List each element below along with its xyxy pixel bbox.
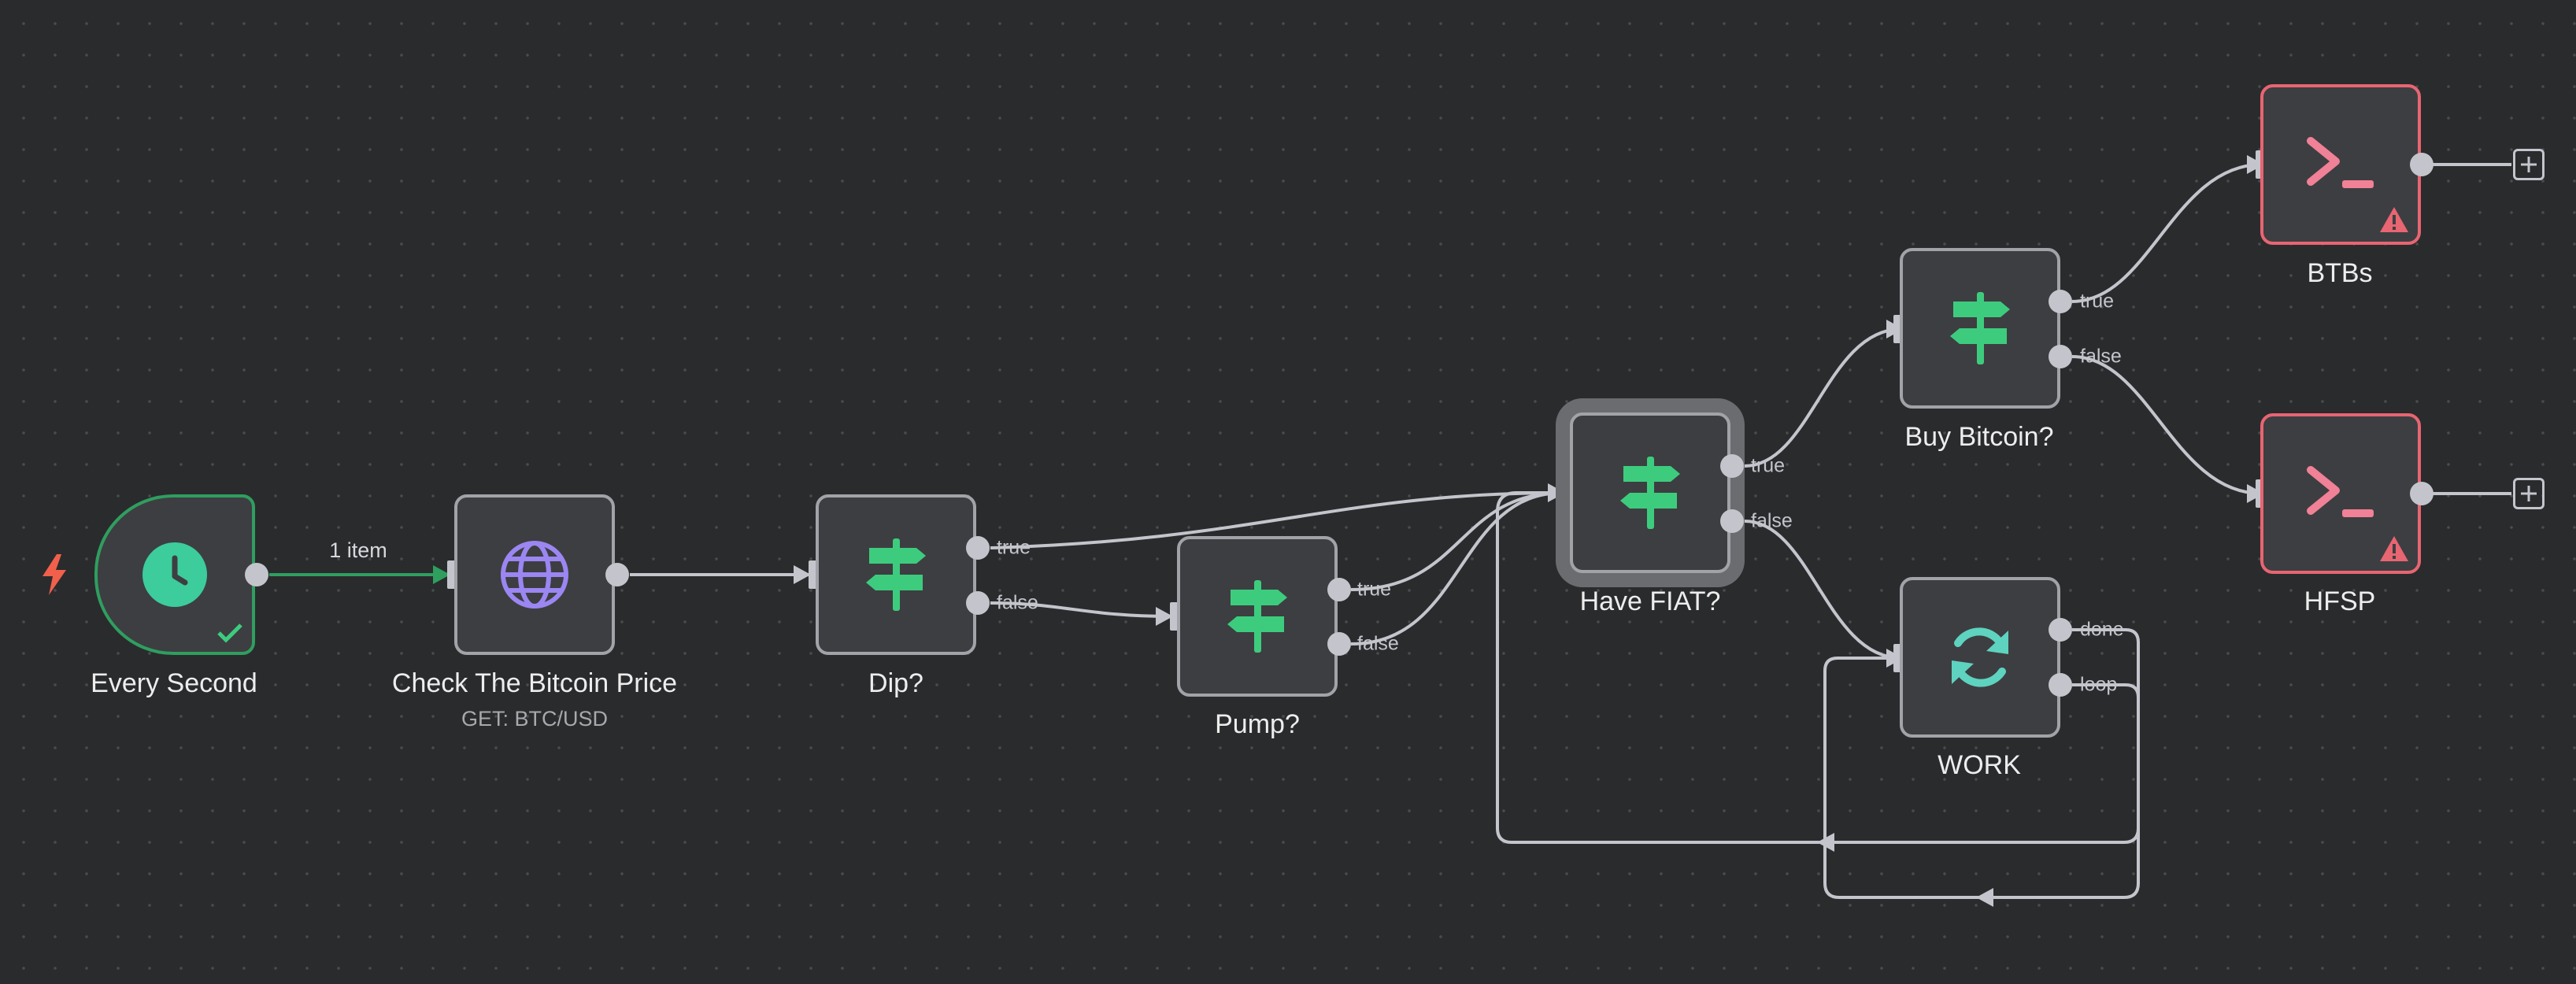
- have-fiat-node[interactable]: [1570, 412, 1730, 573]
- lightning-bolt-icon: [43, 554, 66, 595]
- edge-dip-true-to-have-fiat[interactable]: [990, 491, 1564, 549]
- work-loop-handle[interactable]: [2049, 673, 2072, 697]
- hfsp-add-node-button[interactable]: [2513, 478, 2545, 509]
- signpost-icon: [1950, 292, 2010, 364]
- buy-bitcoin-false-label: false: [2080, 345, 2122, 368]
- buy-bitcoin-true-label: true: [2080, 290, 2115, 313]
- work-done-label: done: [2080, 618, 2124, 641]
- buy-bitcoin-false-handle[interactable]: [2049, 345, 2072, 368]
- globe-icon: [501, 541, 568, 609]
- terminal-icon: [2307, 137, 2374, 188]
- buy-bitcoin-true-handle[interactable]: [2049, 290, 2072, 313]
- every-second-output-handle[interactable]: [245, 563, 268, 586]
- hfsp-label: HFSP: [2304, 586, 2376, 616]
- dip-node[interactable]: [816, 494, 976, 655]
- check-price-output-handle[interactable]: [605, 563, 629, 586]
- dip-false-handle[interactable]: [966, 591, 990, 615]
- btbs-node[interactable]: [2260, 84, 2421, 245]
- work-label: WORK: [1938, 750, 2021, 780]
- work-node[interactable]: [1900, 577, 2060, 738]
- dip-false-label: false: [997, 591, 1038, 614]
- buy-bitcoin-label: Buy Bitcoin?: [1904, 422, 2054, 452]
- edge-dip-false-to-pump[interactable]: [990, 601, 1171, 618]
- pump-label: Pump?: [1215, 709, 1300, 739]
- every-second-node[interactable]: [94, 494, 255, 655]
- edge-buy-true-to-btbs[interactable]: [2071, 163, 2263, 303]
- dip-true-label: true: [997, 536, 1031, 559]
- edge-pump-false-to-have-fiat[interactable]: [1350, 491, 1564, 646]
- btbs-add-node-button[interactable]: [2513, 149, 2545, 180]
- hfsp-node[interactable]: [2260, 413, 2421, 574]
- signpost-icon: [1620, 457, 1680, 529]
- edge-arrow: [433, 565, 450, 584]
- have-fiat-false-label: false: [1751, 509, 1793, 532]
- refresh-loop-icon: [1952, 627, 2008, 687]
- edge-pump-true-to-have-fiat[interactable]: [1350, 491, 1564, 591]
- warning-icon: [2380, 536, 2408, 561]
- terminal-icon: [2307, 466, 2374, 517]
- pump-true-handle[interactable]: [1327, 578, 1351, 601]
- dip-true-handle[interactable]: [966, 536, 990, 560]
- check-price-sublabel: GET: BTC/USD: [461, 707, 609, 731]
- clock-icon: [142, 542, 207, 607]
- buy-bitcoin-node[interactable]: [1900, 248, 2060, 409]
- work-loop-label: loop: [2080, 673, 2118, 696]
- btbs-output-handle[interactable]: [2410, 153, 2434, 176]
- edge-fiat-false-to-work[interactable]: [1744, 520, 1902, 660]
- dip-label: Dip?: [868, 668, 923, 698]
- have-fiat-label: Have FIAT?: [1579, 586, 1721, 616]
- edge-buy-false-to-hfsp[interactable]: [2071, 355, 2263, 495]
- signpost-icon: [1227, 580, 1287, 653]
- success-check-icon: [217, 623, 242, 643]
- work-done-handle[interactable]: [2049, 618, 2072, 642]
- every-second-label: Every Second: [91, 668, 257, 698]
- edge-fiat-true-to-buy[interactable]: [1744, 327, 1902, 468]
- check-bitcoin-price-node[interactable]: [454, 494, 615, 655]
- edge-arrowheads: [794, 155, 2264, 907]
- pump-true-label: true: [1357, 578, 1392, 601]
- pump-false-handle[interactable]: [1327, 632, 1351, 656]
- pump-node[interactable]: [1177, 536, 1338, 697]
- warning-icon: [2380, 207, 2408, 232]
- pump-false-label: false: [1357, 632, 1399, 655]
- edge-item-count: 1 item: [329, 538, 387, 562]
- signpost-icon: [866, 538, 926, 611]
- have-fiat-true-label: true: [1751, 454, 1786, 477]
- check-price-label: Check The Bitcoin Price: [391, 668, 678, 698]
- have-fiat-true-handle[interactable]: [1720, 454, 1744, 478]
- have-fiat-false-handle[interactable]: [1720, 509, 1744, 533]
- btbs-label: BTBs: [2307, 258, 2373, 288]
- hfsp-output-handle[interactable]: [2410, 482, 2434, 505]
